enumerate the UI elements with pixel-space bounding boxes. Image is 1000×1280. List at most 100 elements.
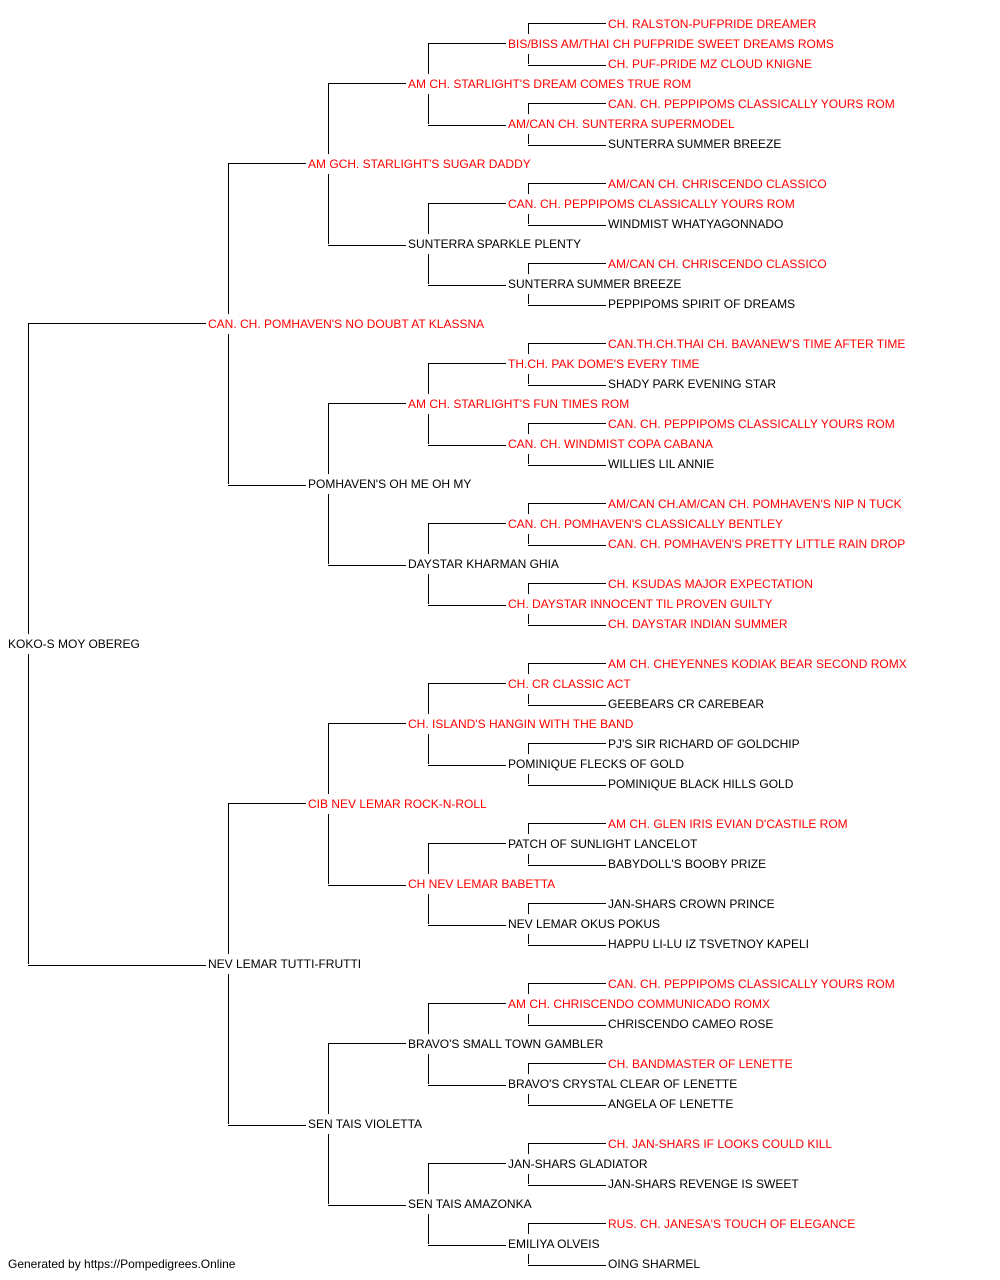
ancestor-name-gen3: SUNTERRA SPARKLE PLENTY	[408, 237, 582, 251]
pedigree-connector	[228, 804, 229, 954]
pedigree-connector	[528, 1025, 606, 1026]
pedigree-connector	[528, 854, 529, 864]
ancestor-name-gen4: NEV LEMAR OKUS POKUS	[508, 917, 661, 931]
pedigree-connector	[328, 814, 329, 884]
pedigree-connector	[328, 1043, 406, 1044]
ancestor-name-gen3: BRAVO'S SMALL TOWN GAMBLER	[408, 1037, 604, 1051]
pedigree-connector	[528, 584, 529, 594]
pedigree-connector	[328, 1205, 406, 1206]
ancestor-name-gen5: PJ'S SIR RICHARD OF GOLDCHIP	[608, 737, 800, 751]
pedigree-connector	[228, 334, 229, 484]
subject-dog-name: KOKO-S MOY OBEREG	[8, 637, 140, 651]
pedigree-connector	[328, 723, 406, 724]
ancestor-name-gen5: BABYDOLL'S BOOBY PRIZE	[608, 857, 767, 871]
pedigree-connector	[528, 424, 529, 434]
pedigree-connector	[528, 344, 529, 354]
ancestor-name-gen4: BIS/BISS AM/THAI CH PUFPRIDE SWEET DREAM…	[508, 37, 834, 51]
pedigree-connector	[328, 724, 329, 794]
ancestor-name-gen5: CH. PUF-PRIDE MZ CLOUD KNIGNE	[608, 57, 813, 71]
pedigree-connector	[428, 1245, 506, 1246]
ancestor-name-gen5: AM/CAN CH. CHRISCENDO CLASSICO	[608, 257, 827, 271]
ancestor-name-gen4: CH. CR CLASSIC ACT	[508, 677, 631, 691]
ancestor-name-gen4: JAN-SHARS GLADIATOR	[508, 1157, 648, 1171]
ancestor-name-gen5: SUNTERRA SUMMER BREEZE	[608, 137, 782, 151]
ancestor-name-gen4: SUNTERRA SUMMER BREEZE	[508, 277, 682, 291]
pedigree-connector	[528, 903, 606, 904]
pedigree-connector	[328, 885, 406, 886]
pedigree-connector	[428, 44, 429, 74]
ancestor-name-gen5: AM/CAN CH. CHRISCENDO CLASSICO	[608, 177, 827, 191]
pedigree-connector	[528, 663, 606, 664]
ancestor-name-gen5: AM/CAN CH.AM/CAN CH. POMHAVEN'S NIP N TU…	[608, 497, 902, 511]
pedigree-connector	[528, 785, 606, 786]
ancestor-name-gen5: PEPPIPOMS SPIRIT OF DREAMS	[608, 297, 796, 311]
pedigree-connector	[528, 294, 529, 304]
pedigree-connector	[228, 163, 306, 164]
pedigree-connector	[428, 1164, 429, 1194]
pedigree-connector	[528, 744, 529, 754]
pedigree-connector	[428, 734, 429, 764]
pedigree-connector	[528, 65, 606, 66]
pedigree-connector	[528, 1223, 606, 1224]
pedigree-connector	[528, 983, 606, 984]
ancestor-name-gen4: AM CH. CHRISCENDO COMMUNICADO ROMX	[508, 997, 771, 1011]
ancestor-name-gen5: SHADY PARK EVENING STAR	[608, 377, 777, 391]
pedigree-connector	[528, 904, 529, 914]
ancestor-name-gen5: CH. DAYSTAR INDIAN SUMMER	[608, 617, 788, 631]
pedigree-connector	[428, 1214, 429, 1244]
ancestor-name-gen2: CIB NEV LEMAR ROCK-N-ROLL	[308, 797, 487, 811]
pedigree-connector	[328, 245, 406, 246]
pedigree-connector	[528, 1143, 606, 1144]
pedigree-connector	[428, 364, 429, 394]
ancestor-name-gen3: AM CH. STARLIGHT'S FUN TIMES ROM	[408, 397, 630, 411]
ancestor-name-gen5: RUS. CH. JANESA'S TOUCH OF ELEGANCE	[608, 1217, 856, 1231]
pedigree-connector	[528, 465, 606, 466]
ancestor-name-gen4: TH.CH. PAK DOME'S EVERY TIME	[508, 357, 700, 371]
pedigree-connector	[328, 174, 329, 244]
pedigree-connector	[328, 565, 406, 566]
pedigree-connector	[428, 1004, 429, 1034]
pedigree-connector	[528, 263, 606, 264]
pedigree-connector	[528, 1014, 529, 1024]
pedigree-connector	[528, 945, 606, 946]
pedigree-connector	[428, 523, 506, 524]
pedigree-connector	[528, 103, 606, 104]
pedigree-connector	[28, 324, 29, 634]
pedigree-connector	[428, 925, 506, 926]
ancestor-name-gen5: JAN-SHARS REVENGE IS SWEET	[608, 1177, 799, 1191]
ancestor-name-gen1: CAN. CH. POMHAVEN'S NO DOUBT AT KLASSNA	[208, 317, 485, 331]
ancestor-name-gen5: OING SHARMEL	[608, 1257, 701, 1271]
pedigree-connector	[228, 974, 229, 1124]
pedigree-connector	[328, 1134, 329, 1204]
pedigree-connector	[528, 583, 606, 584]
pedigree-connector	[328, 494, 329, 564]
pedigree-connector	[528, 214, 529, 224]
pedigree-connector	[528, 504, 529, 514]
ancestor-name-gen4: CAN. CH. PEPPIPOMS CLASSICALLY YOURS ROM	[508, 197, 795, 211]
ancestor-name-gen5: WILLIES LIL ANNIE	[608, 457, 715, 471]
pedigree-connector	[428, 765, 506, 766]
pedigree-connector	[328, 83, 406, 84]
pedigree-connector	[28, 654, 29, 964]
pedigree-connector	[528, 1105, 606, 1106]
ancestor-name-gen4: POMINIQUE FLECKS OF GOLD	[508, 757, 685, 771]
pedigree-connector	[528, 454, 529, 464]
pedigree-connector	[528, 934, 529, 944]
pedigree-connector	[428, 1085, 506, 1086]
pedigree-connector	[528, 743, 606, 744]
ancestor-name-gen5: CAN. CH. PEPPIPOMS CLASSICALLY YOURS ROM	[608, 417, 895, 431]
ancestor-name-gen5: WINDMIST WHATYAGONNADO	[608, 217, 784, 231]
pedigree-connector	[428, 683, 506, 684]
ancestor-name-gen4: PATCH OF SUNLIGHT LANCELOT	[508, 837, 698, 851]
pedigree-connector	[528, 374, 529, 384]
pedigree-connector	[428, 125, 506, 126]
pedigree-connector	[528, 705, 606, 706]
pedigree-connector	[428, 524, 429, 554]
pedigree-connector	[228, 803, 306, 804]
ancestor-name-gen5: CAN. CH. PEPPIPOMS CLASSICALLY YOURS ROM	[608, 97, 895, 111]
pedigree-connector	[528, 1265, 606, 1266]
ancestor-name-gen5: CH. RALSTON-PUFPRIDE DREAMER	[608, 17, 817, 31]
pedigree-connector	[528, 23, 606, 24]
ancestor-name-gen4: CAN. CH. WINDMIST COPA CABANA	[508, 437, 713, 451]
